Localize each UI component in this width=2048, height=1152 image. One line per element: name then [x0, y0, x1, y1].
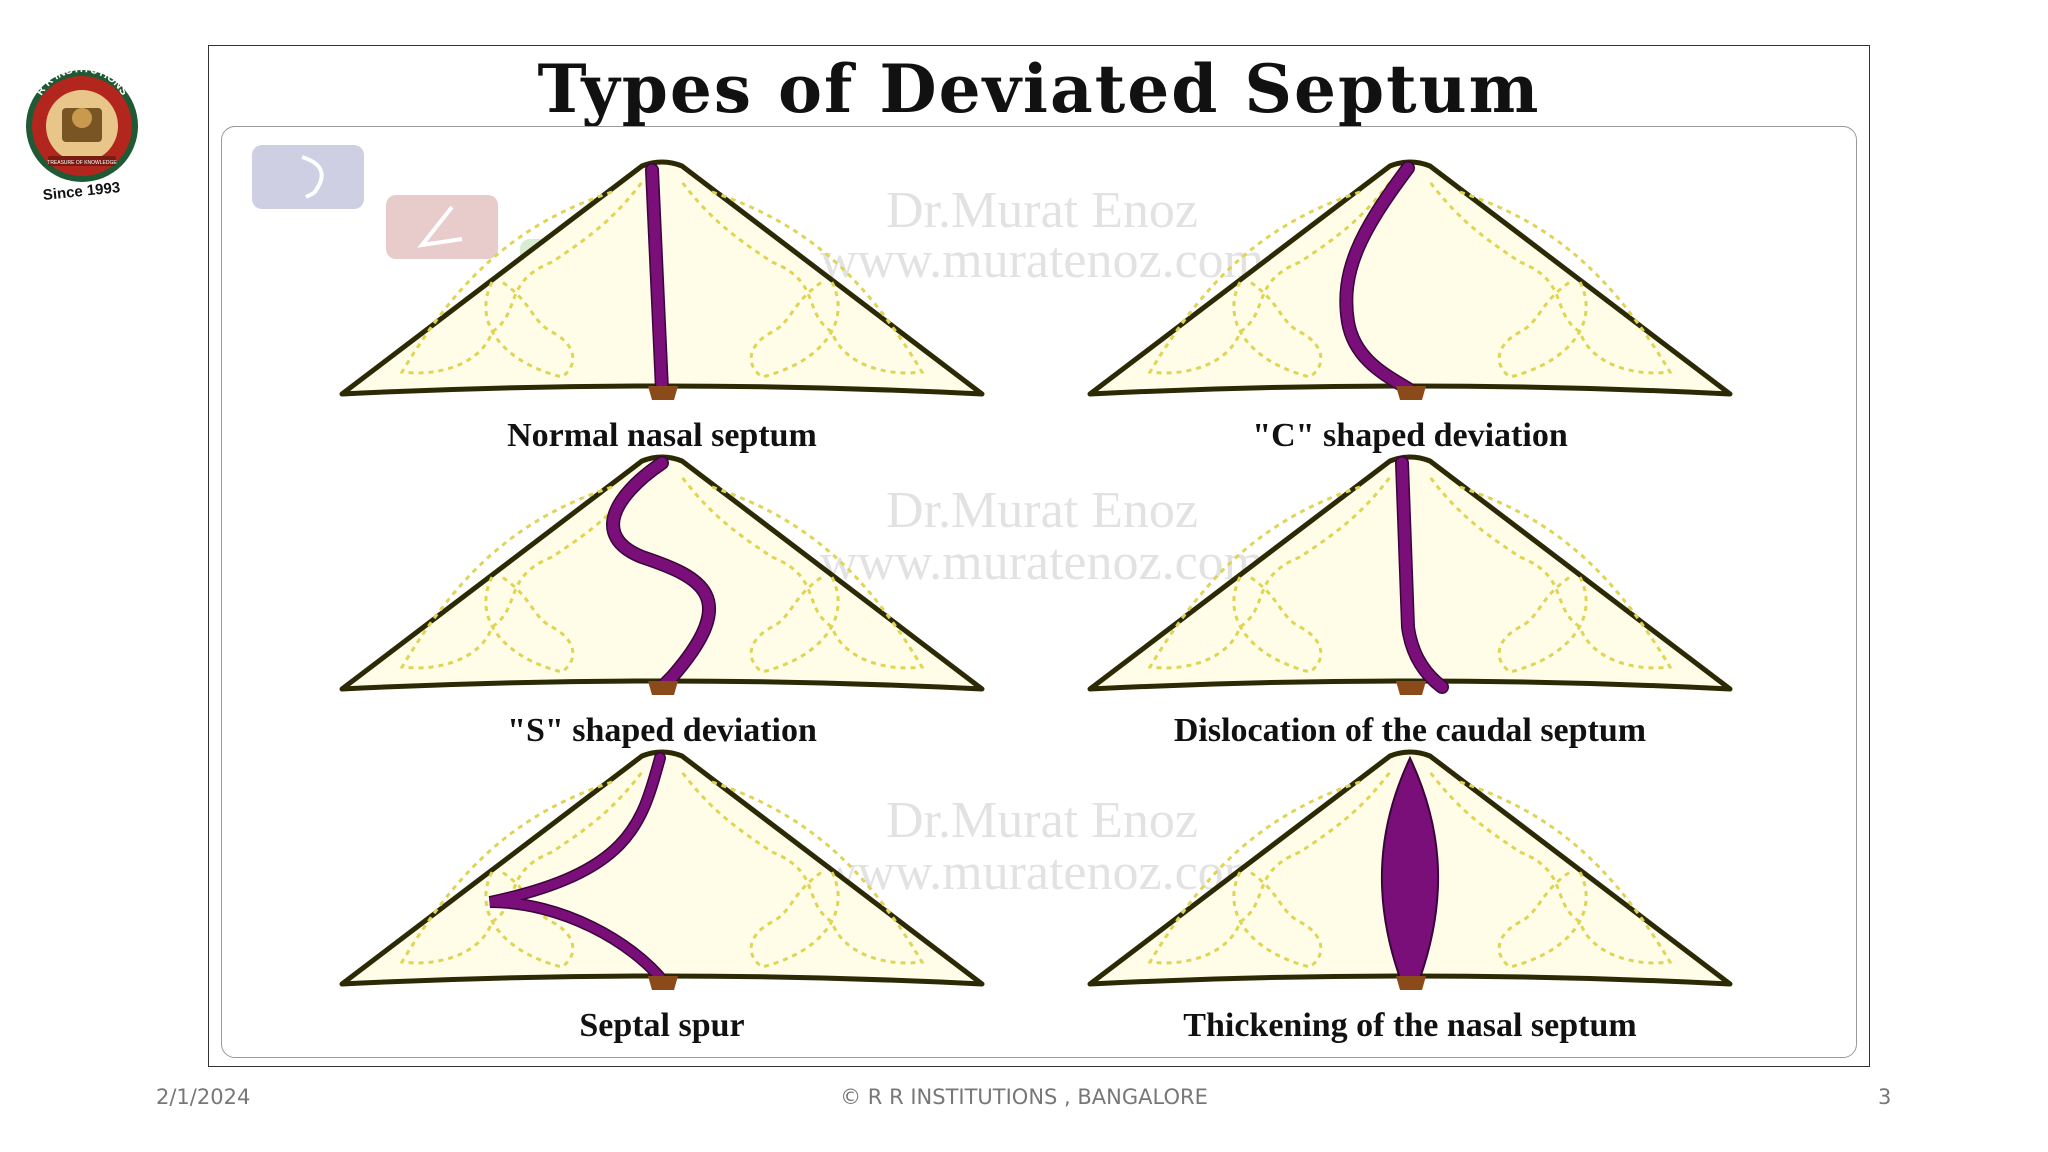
septum-panel-1: Normal nasal septum [339, 159, 985, 454]
septum-base [1396, 976, 1426, 990]
septum-base [648, 386, 678, 400]
svg-text:Dr.Murat Enoz: Dr.Murat Enoz [886, 182, 1198, 239]
nose-outline [1087, 159, 1733, 397]
watermark-2: Dr.Murat Enoz www.muratenoz.com [820, 482, 1264, 591]
svg-text:www.muratenoz.com: www.muratenoz.com [820, 534, 1264, 591]
watermark-1: Dr.Murat Enoz www.muratenoz.com [820, 182, 1264, 289]
svg-text:Since 1993: Since 1993 [42, 179, 121, 204]
panel-caption: Normal nasal septum [507, 417, 817, 454]
nose-outline [339, 749, 985, 987]
svg-text:www.muratenoz.com: www.muratenoz.com [820, 844, 1264, 901]
turbinate-outlines [1147, 476, 1673, 674]
watermark-3: Dr.Murat Enoz www.muratenoz.com [820, 792, 1264, 901]
panel-caption: Dislocation of the caudal septum [1174, 712, 1646, 749]
decor-box-1 [252, 145, 364, 209]
slide-title: Types of Deviated Septum [537, 50, 1541, 128]
septum-panel-3: "S" shaped deviation [339, 454, 985, 749]
decor-box-2 [386, 195, 498, 259]
turbinate-outlines [1147, 771, 1673, 969]
septum-panel-6: Thickening of the nasal septum [1087, 749, 1733, 1044]
panel-caption: "C" shaped deviation [1252, 417, 1568, 454]
panel-caption: Thickening of the nasal septum [1183, 1007, 1636, 1044]
panel-caption: "S" shaped deviation [507, 712, 817, 749]
institution-logo: R R INSTITUTIONS TREASURE OF KNOWLEDGE S… [18, 56, 146, 206]
footer-copyright: © R R INSTITUTIONS , BANGALORE [840, 1085, 1208, 1109]
septum-line [1340, 162, 1416, 396]
septum-diagram-canvas: Dr.Murat Enoz www.muratenoz.com Dr.Murat… [252, 145, 1733, 1044]
turbinate-outlines [399, 476, 925, 674]
septum-line [489, 753, 669, 987]
svg-text:Dr.Murat Enoz: Dr.Murat Enoz [886, 482, 1198, 539]
septum-line [607, 457, 715, 691]
septum-line [1396, 457, 1448, 693]
slide-image-frame: Types of Deviated Septum Dr.Murat Enoz w… [208, 45, 1870, 1067]
septum-diagram: Dr.Murat Enoz www.muratenoz.com Dr.Murat… [221, 126, 1857, 1058]
svg-text:Dr.Murat Enoz: Dr.Murat Enoz [886, 792, 1198, 849]
svg-text:TREASURE OF KNOWLEDGE: TREASURE OF KNOWLEDGE [47, 160, 117, 166]
footer-page-number: 3 [1878, 1085, 1892, 1109]
svg-text:www.muratenoz.com: www.muratenoz.com [820, 232, 1264, 289]
turbinate-outlines [1147, 181, 1673, 379]
septum-panel-2: "C" shaped deviation [1087, 159, 1733, 454]
septum-panel-4: Dislocation of the caudal septum [1087, 454, 1733, 749]
septum-base [1396, 386, 1426, 400]
septum-base [648, 976, 678, 990]
septum-base [648, 681, 678, 695]
septum-line [646, 164, 668, 396]
logo-emblem-icon: R R INSTITUTIONS TREASURE OF KNOWLEDGE S… [26, 63, 138, 204]
septum-base [1396, 681, 1426, 695]
turbinate-outlines [399, 181, 925, 379]
footer-date: 2/1/2024 [156, 1085, 251, 1109]
panel-caption: Septal spur [579, 1007, 744, 1044]
septum-panel-5: Septal spur [339, 749, 985, 1044]
